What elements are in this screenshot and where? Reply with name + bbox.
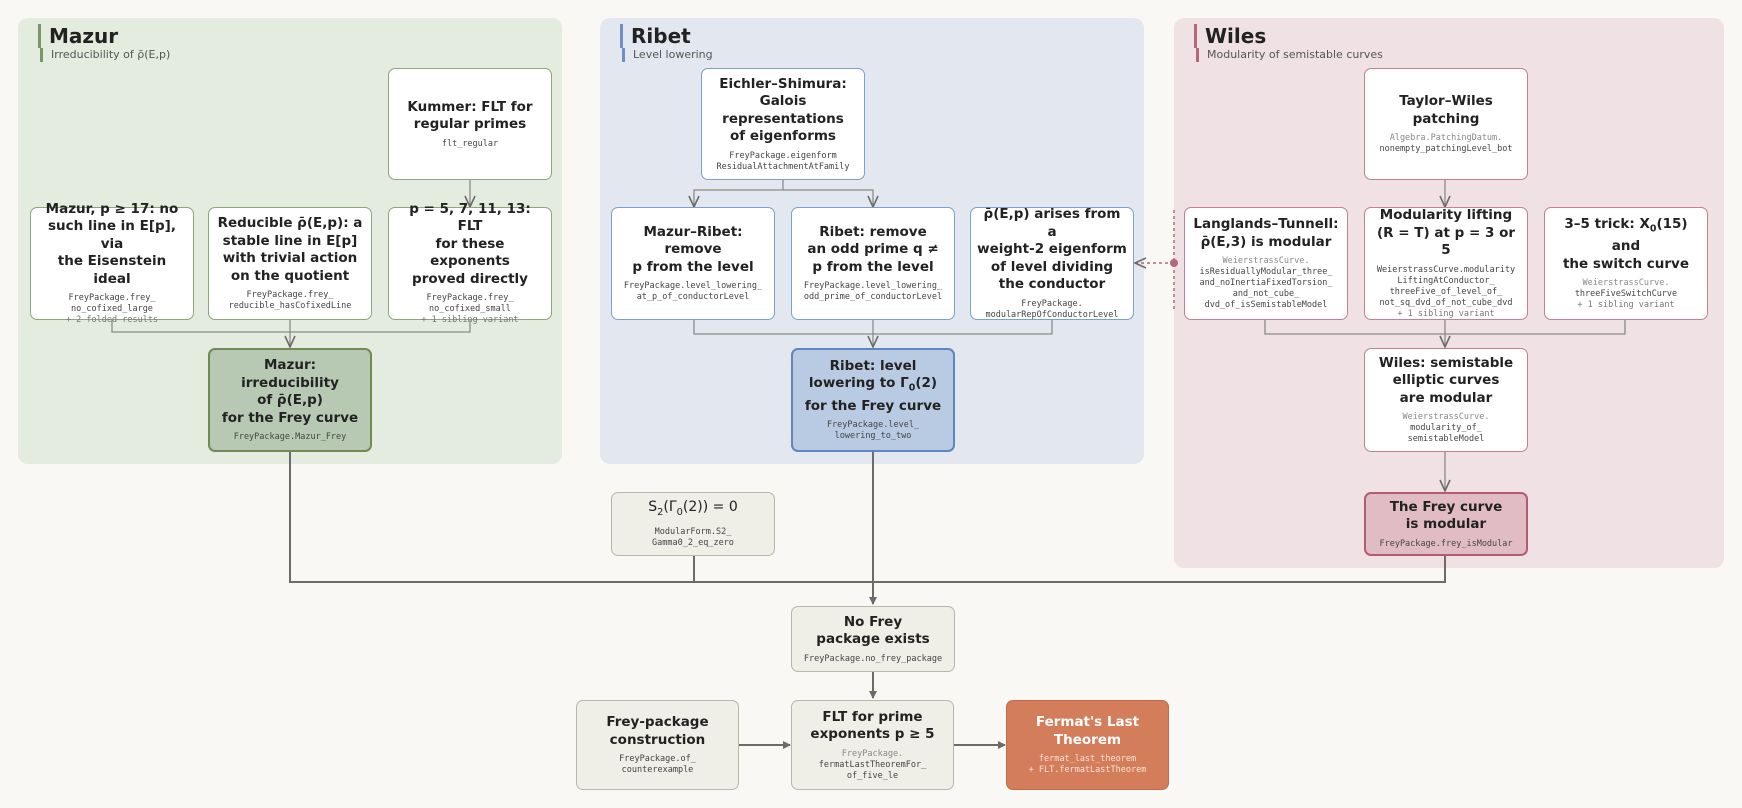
node-mod-lifting-code: WeierstrassCurve.modularity LiftingAtCon… — [1376, 264, 1516, 308]
node-mod-lifting-title: Modularity lifting (R = T) at p = 3 or 5 — [1376, 207, 1516, 259]
node-eichler-code: FreyPackage.eigenform ResidualAttachment… — [716, 150, 850, 172]
node-no-frey-title: No Frey package exists — [816, 613, 930, 648]
node-taylor-wiles-code-dim: Algebra.PatchingDatum. — [1389, 133, 1503, 143]
edge-mazur-merge — [111, 320, 471, 333]
ribet-panel-subtitle: Level lowering — [622, 48, 713, 62]
node-s2[interactable]: S2(Γ0(2)) = 0 ModularForm.S2_ Gamma0_2_e… — [611, 492, 775, 556]
node-frey-construction-title: Frey-package construction — [606, 714, 709, 748]
node-taylor-wiles[interactable]: Taylor–Wiles patching Algebra.PatchingDa… — [1364, 68, 1528, 180]
node-flt-prime-code-dim: FreyPackage. — [841, 748, 904, 759]
node-langlands[interactable]: Langlands–Tunnell: ρ̄(E,3) is modular We… — [1184, 207, 1348, 320]
node-flt-title: Fermat's Last Theorem — [1035, 714, 1140, 748]
node-flt-prime[interactable]: FLT for prime exponents p ≥ 5 FreyPackag… — [791, 700, 954, 790]
node-frey-construction-code: FreyPackage.of_ counterexample — [619, 754, 696, 775]
node-s2-title: S2(Γ0(2)) = 0 — [648, 499, 738, 519]
node-kummer[interactable]: Kummer: FLT for regular primes flt_regul… — [388, 68, 552, 180]
node-weight2-title: ρ̄(E,p) arises from a weight-2 eigenform… — [977, 206, 1127, 293]
node-langlands-code-dim: WeierstrassCurve. — [1222, 256, 1310, 266]
edge-eichler-ribet-odd — [783, 189, 879, 209]
node-small-primes-extra: + 1 sibling variant — [421, 315, 519, 326]
node-langlands-title: Langlands–Tunnell: ρ̄(E,3) is modular — [1193, 216, 1339, 250]
node-ribet-key-title: Ribet: level lowering to Γ0(2) for the F… — [804, 357, 942, 414]
wiles-panel-subtitle: Modularity of semistable curves — [1196, 48, 1383, 62]
node-three-five[interactable]: 3–5 trick: X0(15) and the switch curve W… — [1544, 207, 1708, 320]
node-s2-code: ModularForm.S2_ Gamma0_2_eq_zero — [652, 526, 734, 548]
node-ribet-key[interactable]: Ribet: level lowering to Γ0(2) for the F… — [791, 348, 955, 452]
node-ribet-odd[interactable]: Ribet: remove an odd prime q ≠ p from th… — [791, 207, 955, 320]
node-three-five-extra: + 1 sibling variant — [1577, 300, 1675, 311]
node-mazur-ribet[interactable]: Mazur–Ribet: remove p from the level Fre… — [611, 207, 775, 320]
node-kummer-code: flt_regular — [441, 138, 499, 149]
node-flt-code: fermat_last_theorem + FLT.fermatLastTheo… — [1028, 754, 1147, 775]
node-ribet-odd-code: FreyPackage.level_lowering_ odd_prime_of… — [803, 281, 943, 303]
node-reducible-code: FreyPackage.frey_ reducible_hasCofixedLi… — [228, 290, 352, 311]
node-no-frey-code: FreyPackage.no_frey_package — [803, 653, 943, 664]
node-ribet-key-code: FreyPackage.level_ lowering_to_two — [826, 420, 920, 442]
node-mazur-ribet-title: Mazur–Ribet: remove p from the level — [632, 223, 754, 275]
node-small-primes[interactable]: p = 5, 7, 11, 13: FLT for these exponent… — [388, 201, 552, 325]
node-no-frey[interactable]: No Frey package exists FreyPackage.no_fr… — [791, 606, 955, 672]
node-taylor-wiles-code: nonempty_patchingLevel_bot — [1379, 144, 1513, 154]
node-mazur-large[interactable]: Mazur, p ≥ 17: no such line in E[p], via… — [30, 201, 194, 325]
node-weight2[interactable]: ρ̄(E,p) arises from a weight-2 eigenform… — [970, 206, 1134, 320]
edge-bottom-bus — [289, 452, 1446, 583]
node-mazur-large-code: FreyPackage.frey_ no_cofixed_large — [68, 293, 156, 315]
node-ribet-odd-title: Ribet: remove an odd prime q ≠ p from th… — [807, 223, 939, 275]
node-langlands-code: isResiduallyModular_three_ and_noInertia… — [1199, 267, 1333, 310]
node-mazur-large-title: Mazur, p ≥ 17: no such line in E[p], via… — [45, 200, 179, 287]
node-taylor-wiles-title: Taylor–Wiles patching — [1399, 93, 1493, 127]
node-mazur-large-extra: + 2 folded results — [65, 315, 159, 326]
node-wiles-semistable-code-dim: WeierstrassCurve. — [1402, 412, 1490, 423]
node-kummer-title: Kummer: FLT for regular primes — [407, 98, 533, 133]
node-mazur-key[interactable]: Mazur: irreducibility of ρ̄(E,p) for the… — [208, 348, 372, 452]
node-small-primes-title: p = 5, 7, 11, 13: FLT for these exponent… — [409, 200, 531, 287]
ribet-panel-title: Ribet — [620, 24, 691, 48]
node-flt-prime-title: FLT for prime exponents p ≥ 5 — [810, 708, 935, 743]
mazur-panel-subtitle: Irreducibility of ρ̄(E,p) — [40, 48, 170, 62]
node-mazur-key-title: Mazur: irreducibility of ρ̄(E,p) for the… — [221, 357, 359, 426]
wiles-panel-title: Wiles — [1194, 24, 1266, 48]
edge-eichler-mazur-ribet — [688, 180, 784, 209]
node-eichler[interactable]: Eichler–Shimura: Galois representations … — [701, 68, 865, 180]
node-frey-modular-code: FreyPackage.frey_isModular — [1379, 538, 1513, 549]
node-mod-lifting-extra: + 1 sibling variant — [1397, 308, 1495, 319]
node-flt-prime-code: fermatLastTheoremFor_ of_five_le — [818, 759, 927, 781]
node-eichler-title: Eichler–Shimura: Galois representations … — [719, 75, 847, 145]
node-small-primes-code: FreyPackage.frey_ no_cofixed_small — [426, 293, 514, 315]
mazur-panel-title: Mazur — [38, 24, 118, 48]
node-wiles-semistable-code: modularity_of_ semistableModel — [1407, 423, 1485, 445]
node-mod-lifting[interactable]: Modularity lifting (R = T) at p = 3 or 5… — [1364, 207, 1528, 320]
node-weight2-code: FreyPackage. modularRepOfConductorLevel — [985, 298, 1119, 320]
node-reducible-title: Reducible ρ̄(E,p): a stable line in E[p]… — [217, 215, 363, 284]
node-frey-modular[interactable]: The Frey curve is modular FreyPackage.fr… — [1364, 492, 1528, 556]
node-wiles-semistable-title: Wiles: semistable elliptic curves are mo… — [1378, 354, 1514, 406]
node-mazur-key-code: FreyPackage.Mazur_Frey — [233, 432, 347, 442]
node-three-five-code: threeFiveSwitchCurve — [1574, 289, 1678, 300]
edge-dot — [1170, 259, 1178, 267]
node-frey-construction[interactable]: Frey-package construction FreyPackage.of… — [576, 700, 739, 790]
node-mazur-ribet-code: FreyPackage.level_lowering_ at_p_of_cond… — [623, 281, 763, 303]
node-frey-modular-title: The Frey curve is modular — [1389, 498, 1503, 533]
node-three-five-title: 3–5 trick: X0(15) and the switch curve — [1562, 215, 1690, 272]
node-fermat-last-theorem[interactable]: Fermat's Last Theorem fermat_last_theore… — [1006, 700, 1169, 790]
node-three-five-code-dim: WeierstrassCurve. — [1582, 278, 1670, 289]
node-reducible[interactable]: Reducible ρ̄(E,p): a stable line in E[p]… — [208, 207, 372, 320]
node-wiles-semistable[interactable]: Wiles: semistable elliptic curves are mo… — [1364, 348, 1528, 452]
